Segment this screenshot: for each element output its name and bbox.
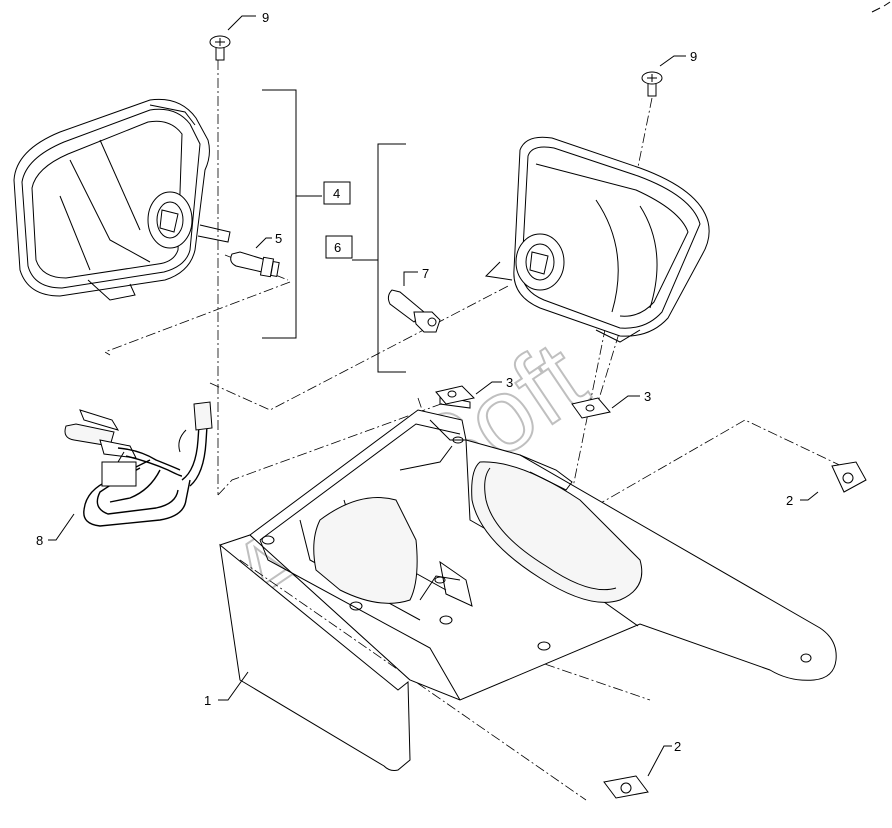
bracket-front-face <box>219 543 411 771</box>
bulb-part-7 <box>387 289 441 333</box>
right-lamp-bulb-socket <box>515 233 565 291</box>
callout-9-left: 9 <box>262 10 269 25</box>
callout-2-bottom: 2 <box>674 739 681 754</box>
callout-box-4 <box>323 181 351 205</box>
screw-part-9-left <box>209 35 231 61</box>
clip-nut-part-2-right <box>831 461 867 493</box>
callout-leaders <box>48 15 819 777</box>
bracket-window-left <box>313 497 418 604</box>
callout-4: 4 <box>333 186 340 201</box>
corner-mark <box>871 1 891 13</box>
callout-5: 5 <box>275 231 282 246</box>
right-headlamp <box>484 136 710 343</box>
callout-2-right: 2 <box>786 493 793 508</box>
mounting-bracket-part-1 <box>219 395 837 771</box>
clip-part-3-center <box>435 385 476 405</box>
clip-part-3-right <box>571 397 611 419</box>
clip-nut-part-2-bottom <box>603 775 649 799</box>
callout-box-6 <box>325 235 353 259</box>
harness-connector-block <box>101 461 137 487</box>
callout-9-right: 9 <box>690 49 697 64</box>
left-headlamp <box>13 98 231 301</box>
screw-part-9-right <box>641 71 663 97</box>
bulb-part-5 <box>230 251 280 278</box>
callout-8: 8 <box>36 533 43 548</box>
left-lamp-bulb-socket <box>147 191 193 249</box>
bracket-4 <box>262 89 297 339</box>
wiring-harness-part-8 <box>64 401 213 527</box>
callout-3-right: 3 <box>644 389 651 404</box>
callout-1: 1 <box>204 693 211 708</box>
bracket-6 <box>377 143 406 373</box>
callout-labels: 9 9 4 5 6 7 3 3 2 2 8 1 <box>36 10 793 754</box>
callout-3-center: 3 <box>506 375 513 390</box>
callout-7: 7 <box>422 266 429 281</box>
callout-6: 6 <box>334 240 341 255</box>
